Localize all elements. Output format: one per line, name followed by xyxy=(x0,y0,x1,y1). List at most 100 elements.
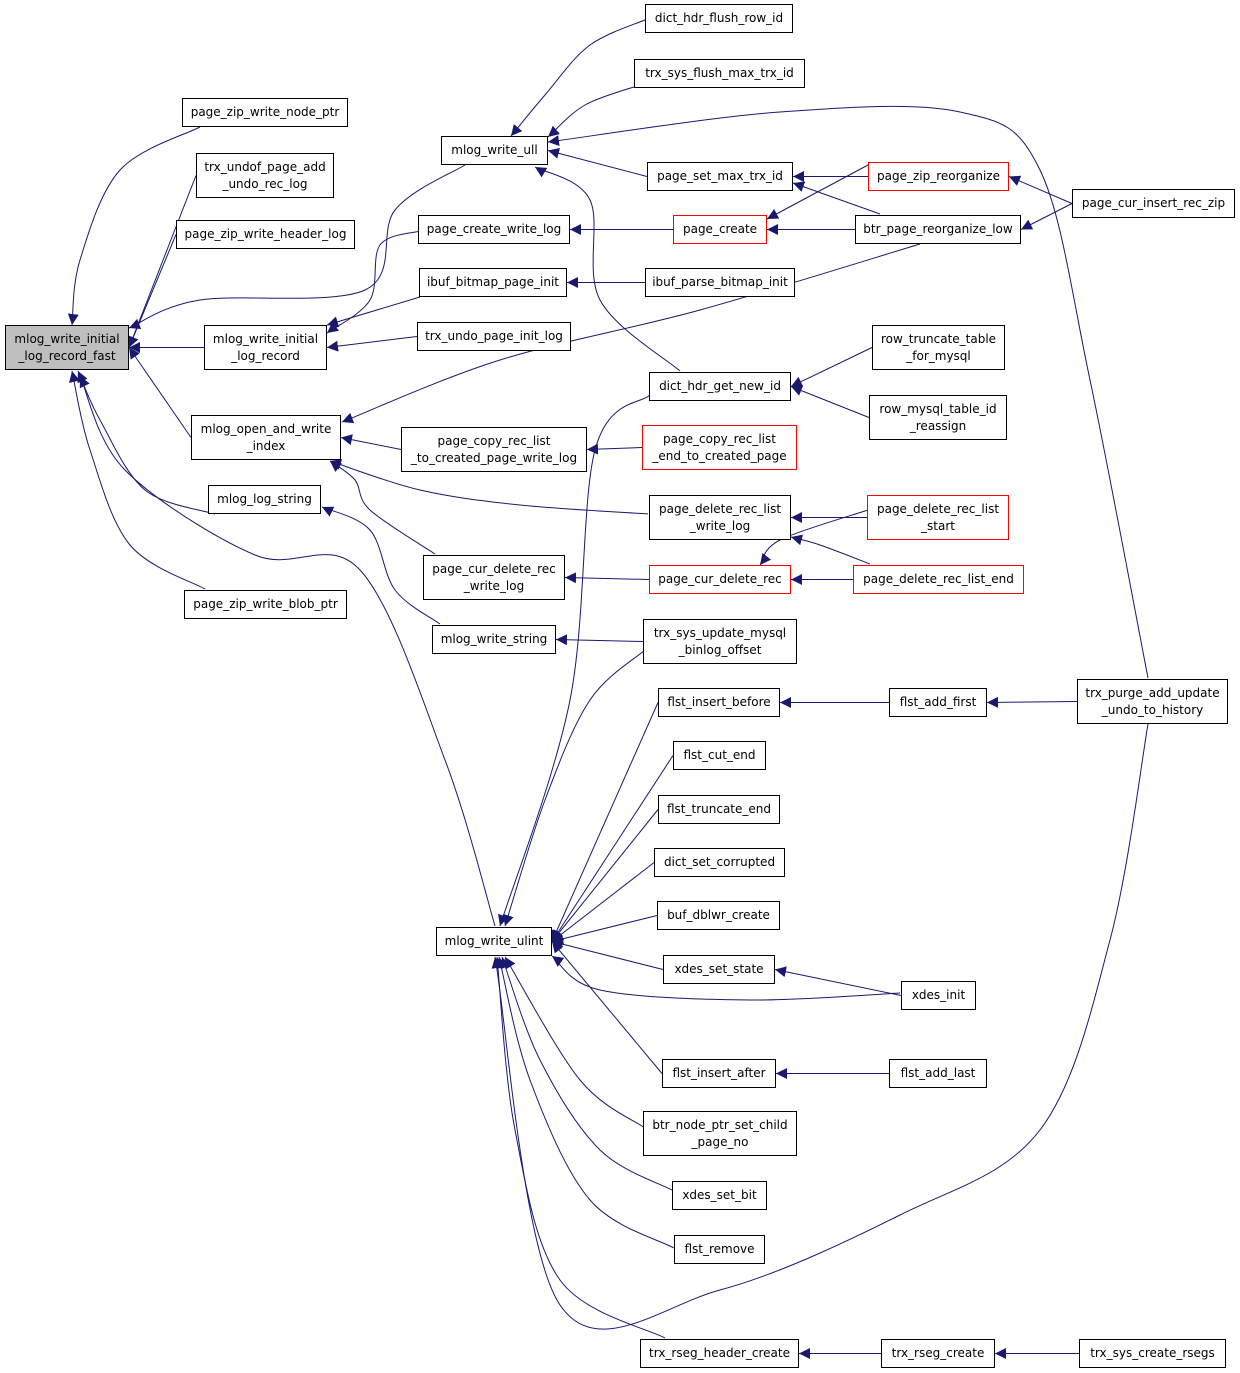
node-label-line: mlog_write_initial xyxy=(212,331,319,346)
edge-xdes-init-to-xdes-set-state xyxy=(774,966,902,996)
node-label-line: _start xyxy=(921,518,955,533)
node-page-zip-write-node-ptr[interactable]: page_zip_write_node_ptr xyxy=(182,98,348,127)
node-trx-sys-update-mysql-binlog-offset[interactable]: trx_sys_update_mysql_binlog_offset xyxy=(643,619,797,664)
node-label-line: trx_undo_page_init_log xyxy=(425,329,563,343)
node-flst-cut-end[interactable]: flst_cut_end xyxy=(673,741,766,770)
node-label-line: _log_record_fast xyxy=(18,348,116,363)
node-label-line: trx_rseg_create xyxy=(891,1346,985,1360)
node-mlog-write-initial-log-record[interactable]: mlog_write_initial_log_record xyxy=(204,325,327,370)
node-mlog-write-initial-log-record-fast: mlog_write_initial_log_record_fast xyxy=(5,325,129,370)
node-page-cur-delete-rec-write-log[interactable]: page_cur_delete_rec_write_log xyxy=(423,555,565,600)
node-label-line: trx_purge_add_update xyxy=(1085,685,1220,700)
edge-page-cur-insert-rec-zip-to-page-zip-reorganize xyxy=(1008,175,1073,204)
node-label-line: ibuf_bitmap_page_init xyxy=(426,275,560,289)
node-trx-rseg-header-create[interactable]: trx_rseg_header_create xyxy=(640,1339,799,1368)
node-label-line: _reassign xyxy=(909,418,967,433)
node-label-line: page_delete_rec_list xyxy=(658,501,782,516)
node-label-line: _page_no xyxy=(691,1134,749,1149)
node-label-line: page_cur_delete_rec xyxy=(658,572,782,586)
node-page-delete-rec-list-write-log[interactable]: page_delete_rec_list _write_log xyxy=(649,495,791,540)
node-dict-set-corrupted[interactable]: dict_set_corrupted xyxy=(654,848,785,877)
node-page-create-write-log[interactable]: page_create_write_log xyxy=(418,215,570,244)
node-flst-remove[interactable]: flst_remove xyxy=(674,1235,765,1264)
node-label-line: _undo_rec_log xyxy=(222,176,308,191)
node-flst-add-last[interactable]: flst_add_last xyxy=(889,1059,987,1088)
node-page-create[interactable]: page_create xyxy=(673,215,767,244)
node-label-line: page_zip_write_blob_ptr xyxy=(193,597,338,611)
node-row-truncate-table-for-mysql[interactable]: row_truncate_table_for_mysql xyxy=(872,325,1005,370)
edge-mlog-write-ulint-to-mlog-write-initial-log-record-fast xyxy=(79,375,496,927)
node-label-line: xdes_init xyxy=(911,988,966,1002)
edge-xdes-set-bit-to-mlog-write-ulint xyxy=(500,956,673,1191)
node-page-delete-rec-list-end[interactable]: page_delete_rec_list_end xyxy=(853,565,1024,594)
edge-trx-purge-add-update-undo-to-history-to-mlog-write-ull xyxy=(547,105,1149,679)
node-ibuf-bitmap-page-init[interactable]: ibuf_bitmap_page_init xyxy=(419,268,567,297)
node-page-zip-reorganize[interactable]: page_zip_reorganize xyxy=(868,162,1009,191)
node-trx-undo-page-init-log[interactable]: trx_undo_page_init_log xyxy=(417,322,571,351)
edge-page-zip-write-node-ptr-to-mlog-write-initial-log-record-fast xyxy=(67,126,201,326)
node-label-line: flst_truncate_end xyxy=(666,802,771,816)
node-dict-hdr-flush-row-id[interactable]: dict_hdr_flush_row_id xyxy=(645,4,793,33)
node-ibuf-parse-bitmap-init[interactable]: ibuf_parse_bitmap_init xyxy=(645,268,795,297)
edge-trx-purge-add-update-undo-to-history-to-mlog-write-ulint xyxy=(491,723,1149,1330)
edge-btr-page-reorganize-low-to-mlog-open-and-write-index xyxy=(341,243,921,424)
edge-xdes-init-to-mlog-write-ulint xyxy=(551,955,901,1001)
node-trx-sys-flush-max-trx-id[interactable]: trx_sys_flush_max_trx_id xyxy=(634,59,805,88)
edge-trx-undo-page-init-log-to-mlog-write-initial-log-record xyxy=(326,336,418,352)
node-page-copy-rec-list-end-to-created-page[interactable]: page_copy_rec_list _end_to_created_page xyxy=(642,425,797,470)
node-label-line: page_zip_write_header_log xyxy=(184,227,347,241)
node-label-line: _write_log xyxy=(689,518,751,533)
node-label-line: xdes_set_bit xyxy=(682,1188,757,1202)
node-xdes-set-state[interactable]: xdes_set_state xyxy=(663,955,775,984)
edge-page-create-write-log-to-mlog-write-initial-log-record xyxy=(326,230,421,334)
node-mlog-write-ulint[interactable]: mlog_write_ulint xyxy=(436,927,552,956)
node-mlog-write-ull[interactable]: mlog_write_ull xyxy=(441,136,548,165)
node-trx-rseg-create[interactable]: trx_rseg_create xyxy=(881,1339,995,1368)
node-label-line: mlog_write_ull xyxy=(451,143,538,157)
node-dict-hdr-get-new-id[interactable]: dict_hdr_get_new_id xyxy=(649,372,791,401)
edge-mlog-open-and-write-index-to-mlog-write-initial-log-record-fast xyxy=(128,347,192,438)
node-page-zip-write-blob-ptr[interactable]: page_zip_write_blob_ptr xyxy=(184,590,347,619)
node-xdes-set-bit[interactable]: xdes_set_bit xyxy=(672,1181,767,1210)
node-label-line: _undo_to_history xyxy=(1101,702,1204,717)
node-label-line: page_copy_rec_list xyxy=(663,431,776,446)
node-label-line: page_zip_write_node_ptr xyxy=(190,105,340,119)
node-flst-insert-after[interactable]: flst_insert_after xyxy=(662,1059,776,1088)
node-page-cur-delete-rec[interactable]: page_cur_delete_rec xyxy=(649,565,791,594)
node-page-delete-rec-list-start[interactable]: page_delete_rec_list _start xyxy=(867,495,1009,540)
node-trx-undof-page-add-undo-rec-log[interactable]: trx_undof_page_add_undo_rec_log xyxy=(196,153,334,198)
node-buf-dblwr-create[interactable]: buf_dblwr_create xyxy=(657,901,780,930)
node-label-line: ibuf_parse_bitmap_init xyxy=(652,275,788,289)
node-label-line: page_copy_rec_list xyxy=(437,433,551,448)
node-label-line: page_create xyxy=(682,222,758,236)
node-mlog-open-and-write-index[interactable]: mlog_open_and_write_index xyxy=(191,415,341,460)
node-label-line: flst_cut_end xyxy=(683,748,756,762)
node-xdes-init[interactable]: xdes_init xyxy=(901,981,976,1010)
node-label-line: _index xyxy=(246,438,286,453)
node-flst-truncate-end[interactable]: flst_truncate_end xyxy=(658,795,780,824)
node-trx-sys-create-rsegs[interactable]: trx_sys_create_rsegs xyxy=(1079,1339,1226,1368)
edge-trx-purge-add-update-undo-to-history-to-flst-add-first xyxy=(986,696,1078,708)
node-page-set-max-trx-id[interactable]: page_set_max_trx_id xyxy=(647,162,793,191)
node-btr-page-reorganize-low[interactable]: btr_page_reorganize_low xyxy=(855,215,1021,244)
node-mlog-log-string[interactable]: mlog_log_string xyxy=(208,485,321,514)
node-page-cur-insert-rec-zip[interactable]: page_cur_insert_rec_zip xyxy=(1072,189,1235,218)
edge-trx-rseg-header-create-to-mlog-write-ulint xyxy=(492,956,666,1339)
node-label-line: btr_page_reorganize_low xyxy=(863,222,1013,236)
node-label-line: row_truncate_table xyxy=(880,331,997,346)
node-label-line: _end_to_created_page xyxy=(652,448,787,463)
node-flst-add-first[interactable]: flst_add_first xyxy=(889,688,987,717)
node-page-zip-write-header-log[interactable]: page_zip_write_header_log xyxy=(176,220,355,249)
edge-page-cur-delete-rec-to-page-cur-delete-rec-write-log xyxy=(564,572,650,584)
node-label-line: dict_set_corrupted xyxy=(663,855,776,869)
node-label-line: xdes_set_state xyxy=(674,962,764,976)
node-flst-insert-before[interactable]: flst_insert_before xyxy=(658,688,780,717)
node-trx-purge-add-update-undo-to-history[interactable]: trx_purge_add_update _undo_to_history xyxy=(1077,679,1228,724)
edge-row-mysql-table-id-reassign-to-dict-hdr-get-new-id xyxy=(790,385,870,418)
node-label-line: page_delete_rec_list xyxy=(876,501,1000,516)
node-mlog-write-string[interactable]: mlog_write_string xyxy=(432,625,556,654)
node-btr-node-ptr-set-child-page-no[interactable]: btr_node_ptr_set_child_page_no xyxy=(643,1111,797,1156)
node-row-mysql-table-id-reassign[interactable]: row_mysql_table_id_reassign xyxy=(869,395,1007,440)
node-page-copy-rec-list-to-created-page-write-log[interactable]: page_copy_rec_list_to_created_page_write… xyxy=(401,427,587,472)
edge-dict-hdr-get-new-id-to-mlog-write-ulint xyxy=(498,394,651,927)
